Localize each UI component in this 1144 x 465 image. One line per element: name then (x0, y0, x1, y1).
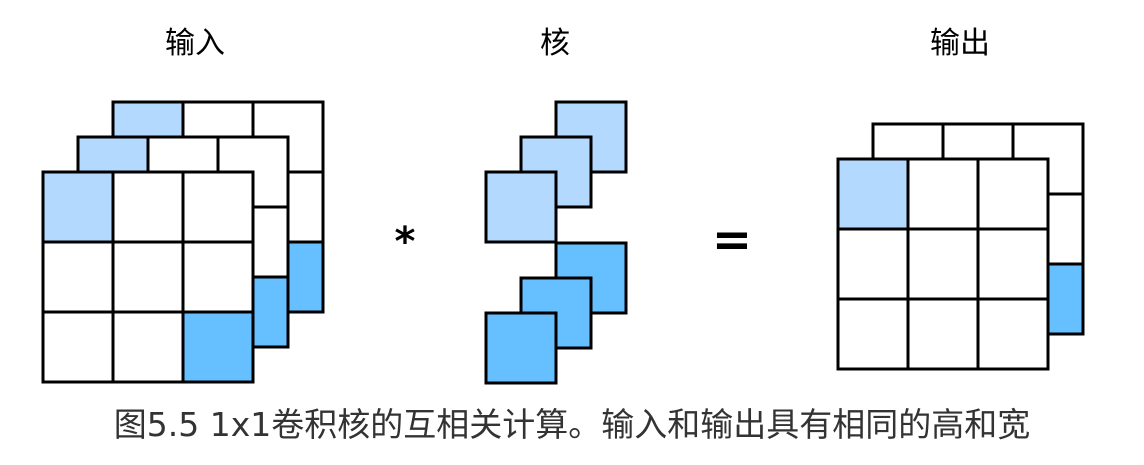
output-tensor-stack (836, 122, 1085, 371)
grid-cell (906, 157, 980, 231)
kernel-tensor-stack (484, 100, 628, 385)
kernel-label: 核 (540, 26, 570, 61)
output-channel-1 (836, 157, 1050, 371)
grid-cell (906, 227, 980, 301)
grid-cell (836, 157, 910, 231)
grid-cell (976, 297, 1050, 371)
kernel-cell (484, 311, 558, 385)
grid-cell (41, 240, 115, 314)
input-tensor-stack (41, 100, 325, 384)
kernel-cell (484, 170, 558, 244)
grid-cell (111, 240, 185, 314)
grid-cell (111, 310, 185, 384)
grid-cell (181, 310, 255, 384)
input-channel-1 (41, 170, 255, 384)
grid-cell (41, 170, 115, 244)
grid-cell (111, 170, 185, 244)
grid-cell (41, 310, 115, 384)
grid-cell (836, 227, 910, 301)
grid-cell (906, 297, 980, 371)
grid-cell (836, 297, 910, 371)
grid-cell (181, 170, 255, 244)
grid-cell (976, 227, 1050, 301)
grid-cell (181, 240, 255, 314)
input-label: 输入 (165, 26, 225, 61)
grid-cell (976, 157, 1050, 231)
equals-operator: = (711, 212, 753, 268)
multiply-operator: * (394, 219, 416, 265)
output-label: 输出 (930, 26, 990, 61)
figure-caption: 图5.5 1x1卷积核的互相关计算。输入和输出具有相同的高和宽 (113, 405, 1031, 444)
